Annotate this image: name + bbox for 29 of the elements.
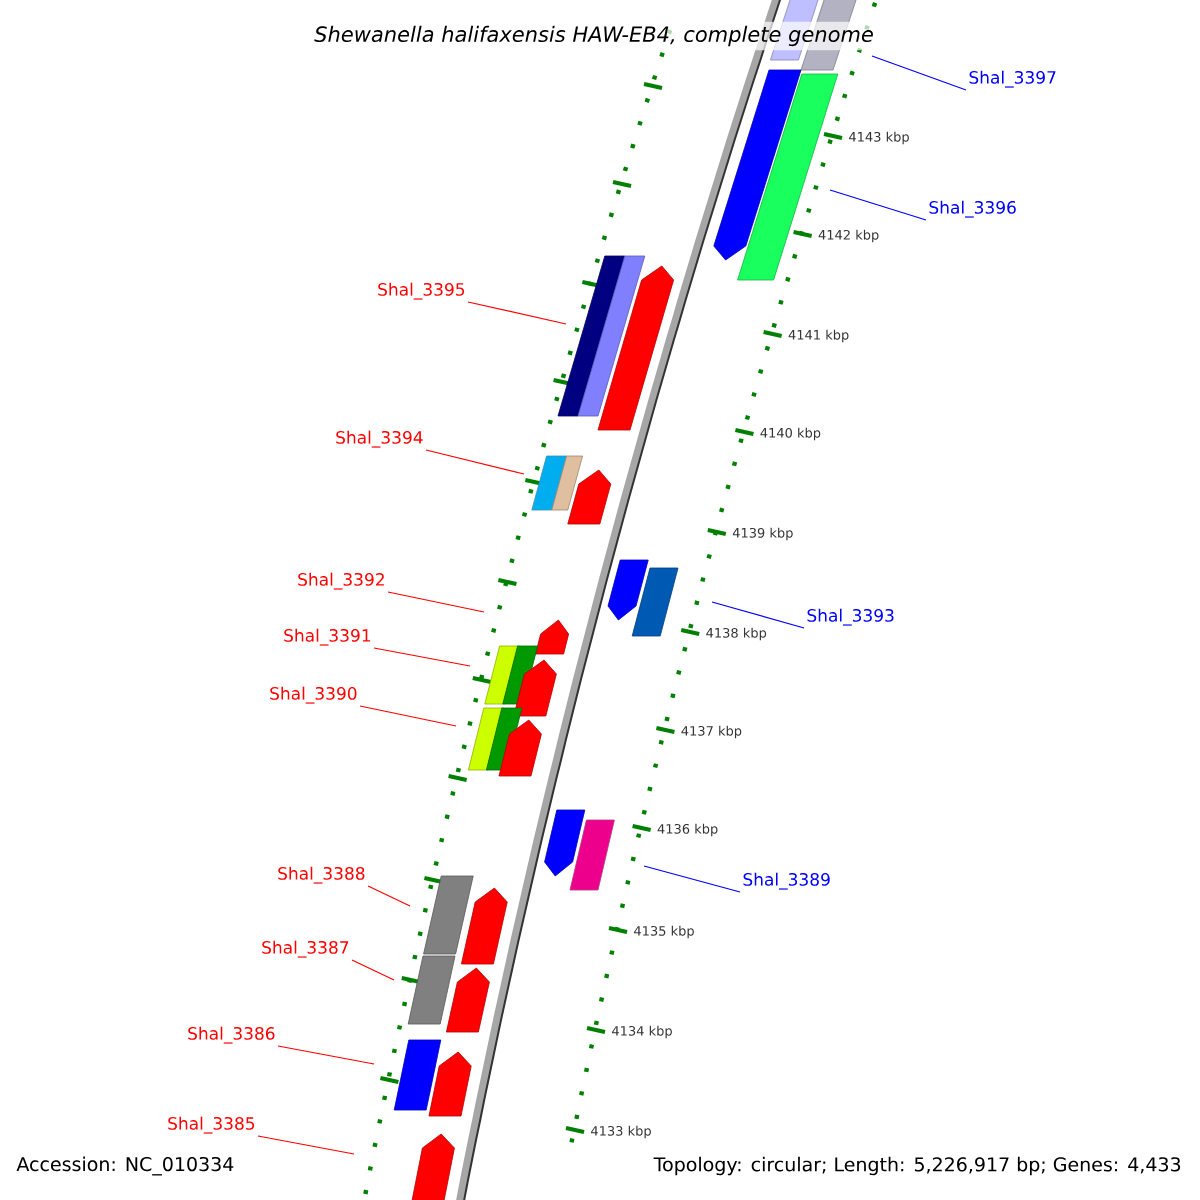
leader-line — [467, 301, 567, 325]
leader-line — [359, 705, 457, 727]
leader-line — [351, 959, 395, 981]
leader-line — [829, 189, 927, 221]
gene-label: Shal_3387 — [262, 940, 349, 958]
leader-line — [277, 1045, 375, 1065]
leader-line — [871, 55, 967, 91]
gene-label: Shal_3395 — [378, 282, 465, 300]
gene-label: Shal_3396 — [929, 200, 1016, 218]
leader-line — [711, 601, 805, 629]
gene-label: Shal_3388 — [278, 866, 365, 884]
gene-label: Shal_3385 — [168, 1116, 255, 1134]
leader-line — [387, 591, 485, 613]
leader-line — [257, 1135, 355, 1155]
topology-label: Topology: circular; Length: 5,226,917 bp; Genes: 4,433 — [653, 1156, 1181, 1176]
gene-label: Shal_3390 — [270, 686, 357, 704]
gene-label: Shal_3386 — [188, 1026, 275, 1044]
leader-line — [373, 647, 471, 667]
gene-label: Shal_3389 — [743, 872, 830, 890]
accession-label: Accession: NC_010334 — [16, 1156, 234, 1176]
gene-label: Shal_3393 — [807, 608, 894, 626]
title: Shewanella halifaxensis HAW-EB4, complete genome — [310, 21, 878, 51]
leader-line — [643, 865, 741, 893]
gene-label: Shal_3397 — [969, 70, 1056, 88]
leader-line — [367, 885, 411, 907]
leader-line — [425, 449, 525, 475]
gene-label: Shal_3394 — [336, 430, 423, 448]
gene-label: Shal_3392 — [298, 572, 384, 590]
gene-label: Shal_3391 — [284, 628, 371, 646]
